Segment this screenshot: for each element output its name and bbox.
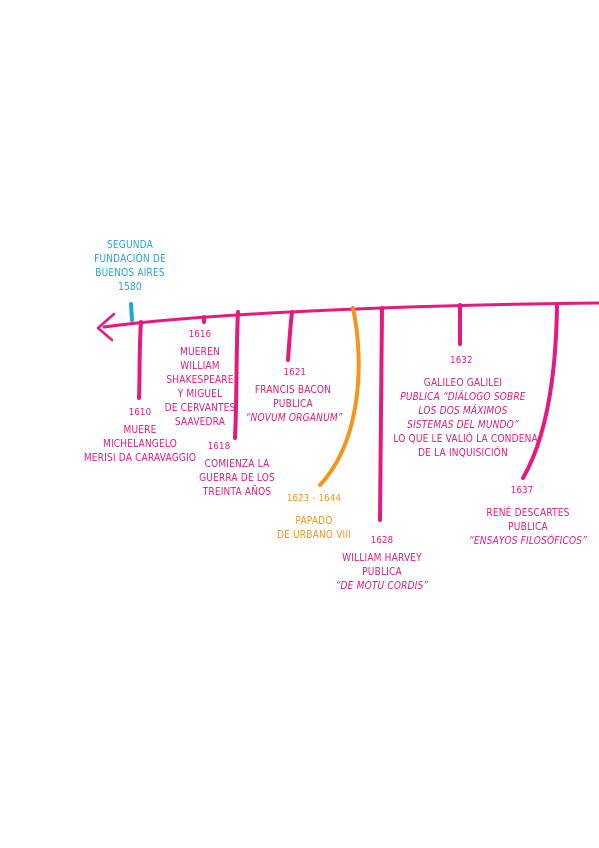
event-text: DE URBANO VIII — [276, 529, 352, 541]
event-text: PUBLICA — [273, 398, 313, 410]
tick-1621 — [286, 310, 294, 362]
tick-1610 — [137, 320, 143, 400]
event-year: 1621 — [283, 367, 307, 378]
event-1616: 1616 MUEREN WILLIAM SHAKESPEARE Y MIGUEL… — [157, 328, 243, 429]
event-text: DE LA INQUISICIÓN — [418, 447, 508, 459]
event-text: MICHELANGELO — [102, 438, 178, 450]
event-year: 1580 — [118, 281, 142, 293]
timeline-axis — [102, 301, 599, 329]
tick-1623-1644 — [318, 306, 361, 487]
event-text: LOS DOS MÁXIMOS — [418, 405, 508, 417]
event-text: SHAKESPEARE — [166, 374, 234, 386]
event-year: 1632 — [450, 355, 473, 366]
event-1618: 1618 COMIENZA LA GUERRA DE LOS TREINTA A… — [192, 440, 281, 499]
event-year: 1616 — [188, 329, 212, 340]
event-text: GALILEO GALILEI — [423, 377, 503, 389]
event-text: PUBLICA — [362, 566, 402, 578]
tick-1618 — [233, 310, 240, 440]
event-text: MUERE — [123, 424, 157, 436]
event-text: SISTEMAS DEL MUNDO” — [407, 419, 519, 431]
event-year: 1637 — [510, 485, 534, 496]
event-text: DE CERVANTES — [164, 402, 236, 414]
event-text: MUEREN — [180, 346, 220, 358]
event-text: SAAVEDRA — [174, 416, 226, 428]
event-text: PUBLICA “DIÁLOGO SOBRE — [400, 391, 526, 403]
event-1623-1644: 1623 - 1644 PAPADO DE URBANO VIII — [269, 492, 358, 542]
event-text: WILLIAM HARVEY — [342, 552, 422, 564]
event-text: “DE MOTU CORDIS” — [335, 580, 429, 592]
event-text: GUERRA DE LOS — [199, 472, 275, 484]
event-text: SEGUNDA — [107, 239, 153, 251]
event-text: MERISI DA CARAVAGGIO — [83, 452, 197, 464]
event-text: WILLIAM — [180, 360, 220, 372]
event-text: FRANCIS BACON — [254, 384, 332, 396]
event-year: 1623 - 1644 — [286, 493, 342, 504]
event-text: FUNDACIÓN DE — [94, 253, 166, 265]
tick-1637 — [521, 303, 559, 480]
tick-1628 — [378, 306, 384, 522]
event-1580: SEGUNDA FUNDACIÓN DE BUENOS AIRES 1580 — [83, 238, 178, 294]
event-text: RENÉ DESCARTES — [486, 507, 570, 519]
event-text: Y MIGUEL — [177, 388, 223, 400]
event-year: 1610 — [128, 407, 152, 418]
event-1610: 1610 MUERE MICHELANGELO MERISI DA CARAVA… — [80, 406, 200, 465]
event-text: BUENOS AIRES — [95, 267, 165, 279]
event-year: 1618 — [207, 441, 231, 452]
event-text: PUBLICA — [508, 521, 548, 533]
event-text: COMIENZA LA — [204, 458, 270, 470]
event-1637: 1637 RENÉ DESCARTES PUBLICA “ENSAYOS FIL… — [468, 484, 588, 548]
event-text: TREINTA AÑOS — [202, 486, 272, 498]
event-1621: 1621 FRANCIS BACON PUBLICA “NOVUM ORGANU… — [245, 366, 343, 425]
event-year: 1628 — [370, 535, 394, 546]
tick-1580 — [129, 302, 134, 322]
timeline-arrow-head-icon — [96, 312, 116, 342]
event-1632: 1632 GALILEO GALILEI PUBLICA “DIÁLOGO SO… — [393, 354, 538, 460]
event-text: PAPADO — [295, 515, 333, 527]
event-text: LO QUE LE VALIÓ LA CONDENA — [393, 433, 538, 445]
event-text: “NOVUM ORGANUM” — [245, 412, 343, 424]
event-text: “ENSAYOS FILOSÓFICOS” — [469, 535, 587, 547]
event-1628: 1628 WILLIAM HARVEY PUBLICA “DE MOTU COR… — [334, 534, 430, 593]
